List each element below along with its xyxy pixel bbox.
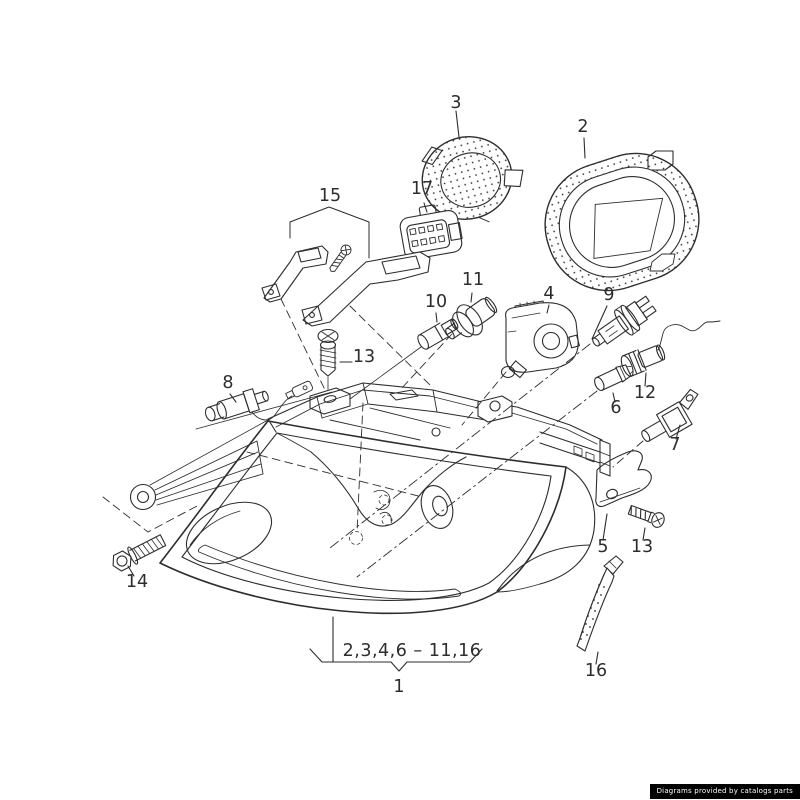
callout-4: 4: [543, 284, 554, 304]
callout-13a: 13: [353, 347, 375, 367]
callout-10: 10: [425, 292, 447, 312]
callout-17: 17: [411, 179, 433, 199]
callout-7: 7: [669, 435, 680, 455]
assembly-bracket: [309, 616, 483, 672]
callout-6: 6: [610, 398, 621, 418]
wedge-bulb-6: [594, 364, 634, 392]
retaining-clips: [261, 206, 431, 327]
hex-bolt-14: [112, 534, 167, 572]
watermark-badge: Diagrams provided by catalogs parts: [649, 784, 800, 799]
callout-11: 11: [462, 270, 484, 290]
vent-cap: [421, 136, 524, 223]
adjuster-motor-4: [500, 300, 580, 379]
bracket-5: [595, 450, 652, 508]
headlamp-assembly: [102, 298, 644, 615]
socket-with-lead-12: [620, 320, 721, 377]
screw-13-right: [627, 504, 665, 528]
bulb-holder-8: [204, 380, 313, 422]
callout-16: 16: [585, 661, 607, 681]
callout-5: 5: [597, 537, 608, 557]
callout-14: 14: [126, 572, 148, 592]
callout-13b: 13: [631, 537, 653, 557]
callout-2: 2: [577, 117, 588, 137]
callout-9: 9: [603, 285, 614, 305]
callout-1: 1: [393, 677, 404, 697]
cover-ring: [544, 150, 700, 292]
trim-strip-16: [576, 555, 624, 652]
callout-3: 3: [450, 93, 461, 113]
callout-8: 8: [222, 373, 233, 393]
bulb-socket-11: [445, 296, 498, 340]
callout-12: 12: [634, 383, 656, 403]
callout-15: 15: [319, 186, 341, 206]
h7-bulb-9: [592, 295, 657, 347]
connector-17: [399, 204, 463, 260]
parts-range-caption: 2,3,4,6 – 11,16: [343, 641, 482, 661]
